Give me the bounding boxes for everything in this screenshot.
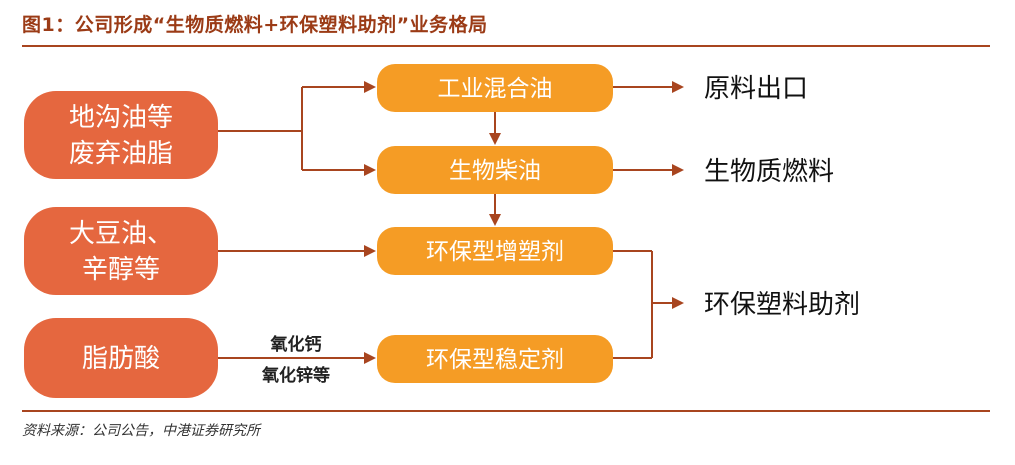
node-mixed-oil-label: 工业混合油: [438, 76, 553, 102]
node-biodiesel-label: 生物柴油: [449, 158, 541, 184]
source-note: 资料来源：公司公告，中港证券研究所: [22, 423, 260, 439]
edge-label-line2: 氧化锌等: [261, 365, 330, 386]
edge-biodiesel-to-plasticizer: [489, 194, 501, 226]
node-fatty-acid-label: 脂肪酸: [82, 344, 160, 374]
node-mixed-oil: [377, 64, 613, 112]
figure-title: 图1：公司形成“生物质燃料+环保塑料助剂”业务格局: [22, 14, 488, 36]
edge-waste-oil-split: [218, 81, 376, 176]
node-plasticizer: [377, 227, 613, 275]
node-fatty-acid: [24, 318, 218, 398]
edge-mixed-oil-to-biodiesel: [489, 112, 501, 145]
output-export: 原料出口: [704, 74, 808, 104]
node-plasticizer-label: 环保型增塑剂: [426, 239, 564, 265]
edge-biodiesel-to-biofuel: [613, 164, 684, 176]
node-waste-oil-line1: 地沟油等: [69, 103, 173, 133]
top-rule: [22, 45, 990, 47]
output-biofuel: 生物质燃料: [704, 157, 834, 187]
edge-mixed-oil-to-export: [613, 81, 684, 93]
edge-fatty-acid-to-stabilizer: [218, 352, 376, 364]
node-waste-oil: [24, 91, 218, 179]
node-soy-oil-line2: 辛醇等: [82, 255, 160, 285]
node-stabilizer-label: 环保型稳定剂: [426, 347, 564, 373]
bottom-rule: [22, 410, 990, 412]
edge-soy-oil-to-plasticizer: [218, 245, 376, 257]
node-soy-oil-line1: 大豆油、: [69, 219, 173, 249]
node-stabilizer: [377, 335, 613, 383]
node-biodiesel: [377, 146, 613, 194]
output-additive: 环保塑料助剂: [704, 290, 860, 320]
node-soy-oil: [24, 207, 218, 295]
node-waste-oil-line2: 废弃油脂: [69, 139, 173, 169]
edge-label-line1: 氧化钙: [270, 334, 322, 355]
edge-merge-to-additive: [613, 250, 684, 359]
